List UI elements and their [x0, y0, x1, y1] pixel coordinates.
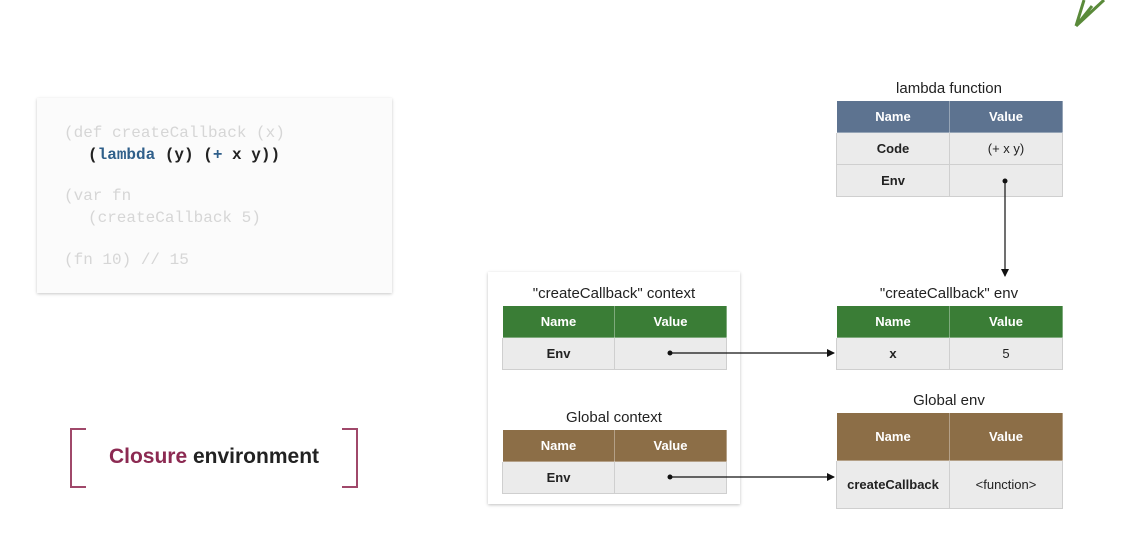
header-value: Value — [614, 305, 727, 338]
create-callback-env-table: Name Value x 5 — [836, 305, 1063, 370]
code-line-5: (fn 10) // 15 — [64, 251, 189, 269]
row-name: Env — [502, 461, 615, 494]
row-name: x — [836, 337, 950, 370]
header-name: Name — [836, 305, 950, 338]
lambda-function-caption: lambda function — [896, 80, 1002, 97]
row-env-name: Env — [836, 164, 950, 197]
row-code-name: Code — [836, 132, 950, 165]
code-token-lambda: lambda — [97, 146, 156, 164]
code-line-2: (lambda (y) (+ x y)) — [88, 146, 280, 164]
header-name: Name — [836, 412, 950, 461]
lambda-env-arrow — [1001, 178, 1009, 277]
left-bracket — [70, 428, 86, 488]
environment-word: environment — [187, 445, 320, 468]
header-value: Value — [949, 100, 1063, 133]
code-token-open: ( — [88, 146, 98, 164]
code-token-mid2: x y)) — [222, 146, 281, 164]
header-name: Name — [502, 429, 615, 462]
lambda-function-table: Name Value Code (+ x y) Env — [836, 100, 1063, 197]
code-token-mid1: (y) ( — [155, 146, 213, 164]
closure-environment-label: Closure environment — [70, 428, 358, 488]
code-line-1: (def createCallback (x) — [64, 124, 285, 142]
row-name: Env — [502, 337, 615, 370]
closure-title: Closure environment — [70, 445, 358, 469]
code-line-4: (createCallback 5) — [88, 209, 261, 227]
right-bracket — [342, 428, 358, 488]
code-line-3: (var fn — [64, 187, 132, 205]
row-value: <function> — [949, 460, 1063, 509]
global-env-arrow — [667, 473, 835, 481]
header-value: Value — [614, 429, 727, 462]
closure-word: Closure — [108, 445, 188, 468]
row-value: 5 — [949, 337, 1063, 370]
code-token-plus: + — [212, 146, 223, 164]
leaf-logo-icon — [1074, 0, 1106, 28]
header-value: Value — [949, 305, 1063, 338]
create-callback-env-caption: "createCallback" env — [879, 285, 1019, 302]
header-value: Value — [949, 412, 1063, 461]
header-name: Name — [836, 100, 950, 133]
global-env-caption: Global env — [913, 392, 985, 409]
global-env-table: Name Value createCallback <function> — [836, 412, 1063, 509]
create-callback-context-caption: "createCallback" context — [532, 285, 696, 302]
context-env-arrow — [667, 349, 835, 357]
header-name: Name — [502, 305, 615, 338]
code-card: (def createCallback (x) (lambda (y) (+ x… — [37, 98, 392, 293]
row-name: createCallback — [836, 460, 950, 509]
row-env-value — [949, 164, 1063, 197]
global-context-caption: Global context — [566, 409, 662, 426]
